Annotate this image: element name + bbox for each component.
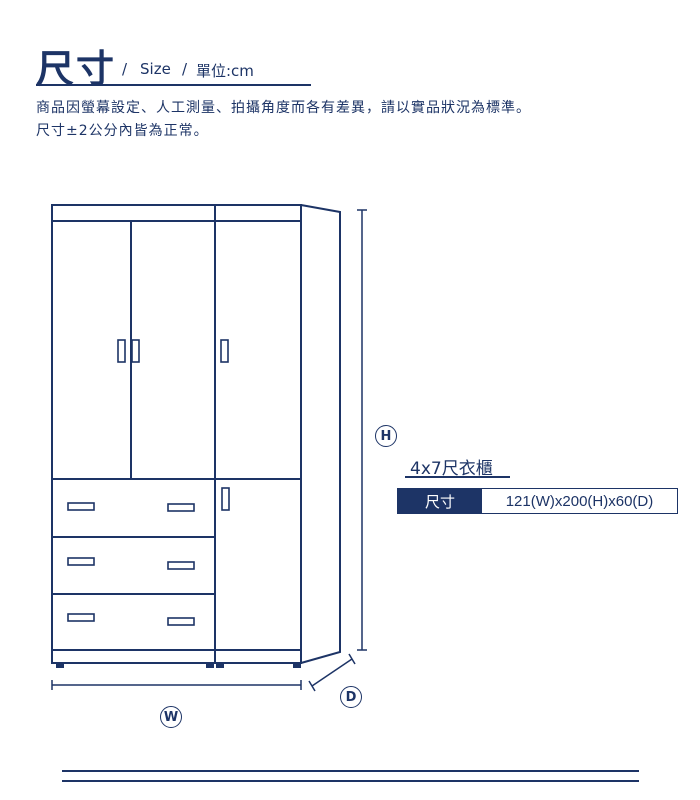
product-name: 4x7尺衣櫃 <box>410 459 493 479</box>
title-separator: / <box>122 60 128 78</box>
handle-icon <box>167 561 195 570</box>
handle-icon <box>117 339 126 363</box>
wardrobe-side-outline <box>300 204 341 664</box>
spec-label: 尺寸 <box>398 489 482 513</box>
depth-dimension-line <box>311 658 353 687</box>
title-english: Size <box>140 60 171 78</box>
unit-label: 單位:cm <box>196 62 254 80</box>
height-label: H <box>375 425 397 447</box>
tolerance-note: 尺寸±2公分內皆為正常。 <box>36 123 209 139</box>
title-underline <box>36 84 311 86</box>
spec-value: 121(W)x200(H)x60(D) <box>505 492 654 510</box>
handle-icon <box>220 339 229 363</box>
foot <box>216 663 224 668</box>
footer-divider <box>62 780 639 782</box>
wardrobe-front-outline <box>51 204 302 664</box>
handle-icon <box>67 613 95 622</box>
foot <box>56 663 64 668</box>
handle-icon <box>67 502 95 511</box>
disclaimer-note: 商品因螢幕設定、人工測量、拍攝角度而各有差異，請以實品狀況為標準。 <box>36 100 531 116</box>
page-title: 尺寸 <box>36 47 117 91</box>
spec-box: 尺寸 121(W)x200(H)x60(D) <box>397 488 678 514</box>
handle-icon <box>67 557 95 566</box>
depth-tick <box>348 653 356 665</box>
foot <box>293 663 301 668</box>
depth-label: D <box>340 686 362 708</box>
handle-icon <box>131 339 140 363</box>
handle-icon <box>221 487 230 511</box>
handle-icon <box>167 617 195 626</box>
product-name-underline <box>405 476 510 478</box>
foot <box>206 663 214 668</box>
width-label: W <box>160 706 182 728</box>
handle-icon <box>167 503 195 512</box>
footer-divider <box>62 770 639 772</box>
depth-tick <box>308 680 316 692</box>
title-separator: / <box>182 60 188 78</box>
